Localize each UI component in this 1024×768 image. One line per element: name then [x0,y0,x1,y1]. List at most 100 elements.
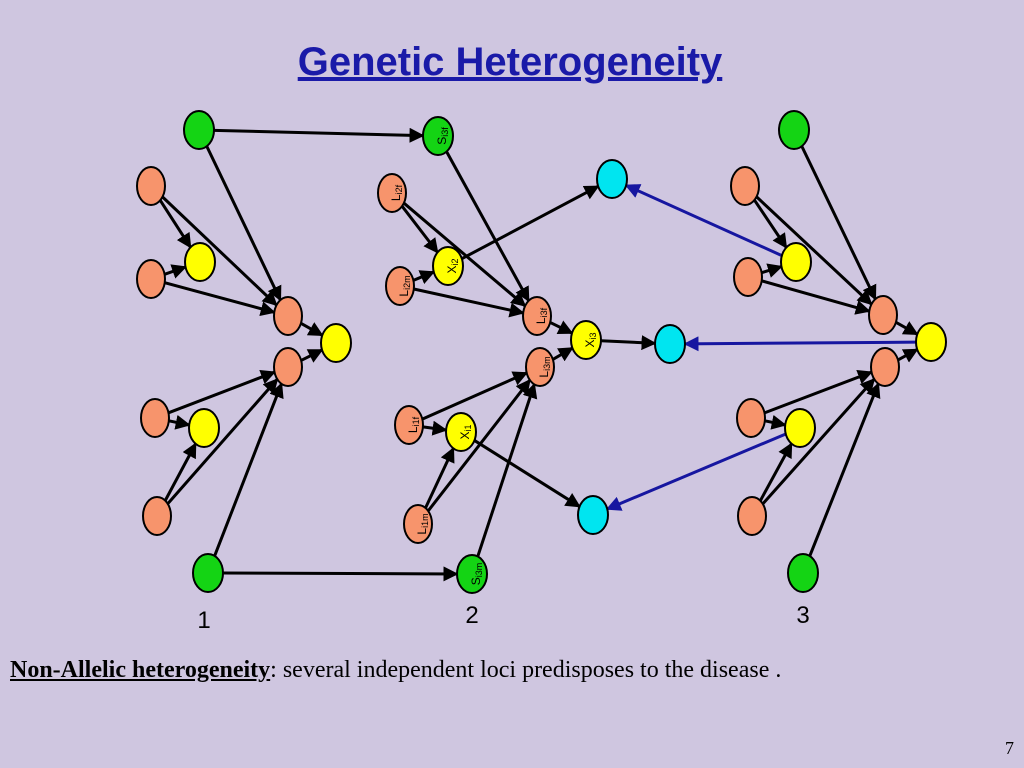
label-l-i1f: Li1f [406,416,421,433]
edge-f1-orange-1-to-f1-yellow-1 [158,199,192,249]
edge-f2-l-i2m-to-f2-x-i2 [412,270,436,285]
edge-f1-green-bottom-to-f1-orange-4 [213,382,284,557]
edge-f1-orange-5-to-f1-orange-4 [167,369,276,415]
f1-orange-2 [136,259,166,299]
edge-f3-yellow-center-to-cyan-middle [683,336,917,352]
edge-f3-orange-5-to-f3-yellow-2 [764,414,787,430]
cyan-bottom [577,495,609,535]
f3-orange-5 [736,398,766,438]
f1-orange-1 [136,166,166,206]
edge-f3-orange-4-to-f3-yellow-center [897,348,919,363]
f1-yellow-1 [184,242,216,282]
f2-l-i3f [522,296,552,336]
node-labels-layer: Si3f Li2f Xi2 Li2m Li3f Xi3 Li3m Li1f Xi… [197,127,809,634]
edge-f2-s-i3m-to-f2-l-i3m [476,382,538,557]
edge-f3-orange-1-to-f3-yellow-1 [753,199,788,249]
cyan-middle [654,324,686,364]
edge-f2-l-i3f-to-f2-x-i3 [549,320,574,335]
edge-f1-orange-1-to-f1-orange-3 [161,195,278,307]
edge-f2-l-i2f-to-f2-x-i2 [400,205,439,254]
f2-x-i2 [432,246,464,286]
edge-f2-l-i1f-to-f2-x-i1 [422,420,448,436]
edge-f3-orange-1-to-f3-orange-3 [755,195,873,306]
edge-f2-l-i2f-to-f2-l-i3f [402,201,527,308]
label-s-i3f: Si3f [435,127,450,145]
f3-yellow-center [915,322,947,362]
f2-s-i3m [456,554,488,594]
edge-f2-s-i3f-to-f2-l-i3f [445,150,530,303]
edge-f2-l-i1m-to-f2-l-i3m [426,378,532,512]
edge-f2-l-i1m-to-f2-x-i1 [424,446,455,509]
label-l-i3m: Li3m [537,356,552,377]
f3-orange-4 [870,347,900,387]
f3-orange-3 [868,295,898,335]
edges-layer [158,127,919,582]
caption-text: : several independent loci predisposes t… [270,657,782,683]
label-l-i1m: Li1m [415,513,430,534]
edge-f1-green-top-to-f2-s-i3f [213,127,425,143]
caption-term: Non-Allelic heterogeneity [10,657,271,683]
slide-title: Genetic Heterogeneity [297,40,723,84]
edge-f1-orange-4-to-f1-yellow-center [300,348,324,363]
f3-orange-6 [737,496,767,536]
edge-f3-orange-6-to-f3-orange-4 [761,377,876,505]
edge-f2-l-i3m-to-f2-x-i3 [552,346,574,362]
f1-orange-3 [273,296,303,336]
edge-f3-orange-6-to-f3-yellow-2 [759,442,793,502]
label-l-i2f: Li2f [389,184,404,201]
edge-f3-orange-3-to-f3-yellow-center [895,320,919,336]
f1-orange-5 [140,398,170,438]
label-l-i3f: Li3f [534,307,549,324]
f2-x-i3 [570,320,602,360]
f1-yellow-center [320,323,352,363]
family-label-1: 1 [197,607,210,634]
f1-green-top [183,110,215,150]
edge-f1-orange-2-to-f1-orange-3 [164,281,276,317]
f3-green-top [778,110,810,150]
f3-orange-1 [730,166,760,206]
edge-f1-orange-6-to-f1-yellow-2 [163,442,197,502]
edge-f1-orange-5-to-f1-yellow-2 [168,414,191,430]
label-x-i2: Xi2 [445,258,460,273]
f3-orange-2 [733,257,763,297]
edge-f1-green-top-to-f1-orange-3 [205,145,282,302]
page-number: 7 [1005,738,1014,758]
label-s-i3m: Si3m [469,563,484,586]
cyan-top [596,159,628,199]
edge-f2-l-i1f-to-f2-l-i3m [421,371,529,421]
f2-l-i1m [403,504,433,544]
label-x-i3: Xi3 [583,332,598,347]
edge-f1-orange-2-to-f1-yellow-1 [164,264,187,279]
label-x-i1: Xi1 [458,424,473,439]
f1-orange-6 [142,496,172,536]
f1-yellow-2 [188,408,220,448]
f2-l-i1f [394,405,424,445]
edge-f3-orange-2-to-f3-yellow-1 [761,263,783,278]
f2-l-i3m [525,347,555,387]
f2-s-i3f [422,116,454,156]
family-label-3: 3 [796,602,809,629]
family-label-2: 2 [465,602,478,629]
edge-f2-x-i3-to-cyan-middle [600,335,657,351]
label-l-i2m: Li2m [397,275,412,296]
f3-green-bottom [787,553,819,593]
edge-f1-orange-3-to-f1-yellow-center [300,321,324,337]
edge-f3-green-bottom-to-f3-orange-4 [808,382,881,557]
caption: Non-Allelic heterogeneity: several indep… [10,657,1010,684]
edge-f2-l-i2m-to-f2-l-i3f [413,287,525,318]
f3-yellow-1 [780,242,812,282]
f2-l-i2f [377,173,407,213]
edge-f3-orange-2-to-f3-orange-3 [761,279,871,315]
edge-f3-green-top-to-f3-orange-3 [800,145,877,301]
nodes-layer [136,110,947,594]
edge-f2-x-i2-to-cyan-top [461,185,600,260]
f3-yellow-2 [784,408,816,448]
f1-orange-4 [273,347,303,387]
f1-green-bottom [192,553,224,593]
edge-f3-yellow-1-to-cyan-top [624,184,783,257]
edge-f1-green-bottom-to-f2-s-i3m [222,566,459,582]
f2-l-i2m [385,266,415,306]
edge-f3-orange-5-to-f3-orange-4 [763,369,873,415]
edge-f3-yellow-2-to-cyan-bottom [605,432,787,511]
